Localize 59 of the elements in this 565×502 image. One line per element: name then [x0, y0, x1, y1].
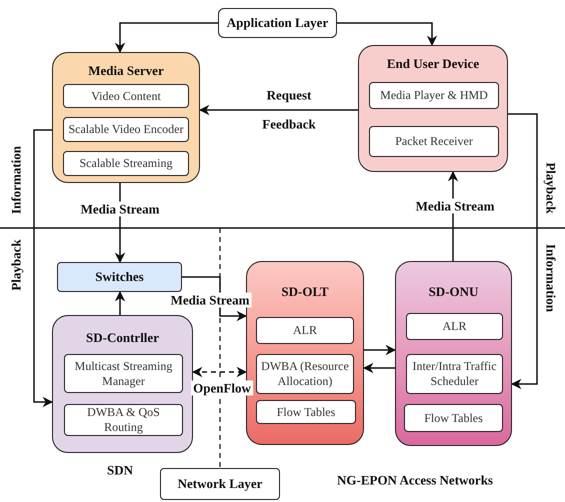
- text-label: Playback: [8, 239, 24, 291]
- component-box: [64, 354, 183, 393]
- component-label: ALR: [293, 323, 317, 338]
- controller-box: [52, 315, 193, 453]
- component-label: DWBA (Resource Allocation): [261, 359, 349, 389]
- arrow: [337, 22, 438, 46]
- component-label: Inter/Intra Traffic Scheduler: [411, 359, 498, 389]
- component-label: Scalable Streaming: [80, 156, 172, 171]
- text-label: Playback: [544, 162, 558, 214]
- arrow: [362, 362, 395, 374]
- node-title: SD-OLT: [281, 283, 329, 301]
- layer-box: [218, 8, 337, 38]
- component-label: Scalable Video Encoder: [68, 122, 184, 137]
- component-box: [63, 117, 189, 142]
- component-box: [369, 126, 499, 157]
- arrow: [114, 290, 126, 315]
- component-label: DWBA & QoS Routing: [86, 405, 161, 435]
- node-title: SD-ONU: [428, 283, 478, 301]
- node-title: SD-Contrller: [86, 329, 159, 347]
- text-label: Information: [8, 146, 24, 214]
- text-label: SDN: [107, 462, 133, 478]
- device-box: [358, 45, 508, 172]
- node-title: Media Server: [88, 62, 164, 80]
- arrow: [198, 104, 358, 116]
- component-box: [256, 317, 354, 344]
- server-box: [52, 52, 200, 183]
- component-box: [404, 404, 503, 432]
- arrow: [364, 344, 396, 356]
- node-title: End User Device: [386, 55, 480, 73]
- edge-label: Media Stream: [168, 292, 252, 308]
- text-label: Feedback: [262, 116, 316, 132]
- component-box: [63, 151, 189, 176]
- component-box: [63, 84, 189, 108]
- component-label: Multicast Streaming Manager: [74, 358, 174, 388]
- component-label: ALR: [442, 319, 466, 334]
- onu-box: [395, 261, 512, 446]
- edge-label: Media Stream: [78, 202, 162, 216]
- arrow: [33, 129, 54, 408]
- component-box: [256, 400, 356, 424]
- edge-label: OpenFlow: [191, 380, 253, 396]
- component-box: [64, 404, 183, 436]
- component-box: [406, 313, 503, 340]
- switch-box: [57, 262, 182, 292]
- node-label: Network Layer: [178, 475, 262, 494]
- arrow: [114, 22, 218, 54]
- component-box: [369, 82, 499, 109]
- text-label: Information: [544, 244, 558, 312]
- node-label: Application Layer: [226, 14, 328, 32]
- text-label: NG-EPON Access Networks: [337, 472, 493, 488]
- arrow: [508, 113, 538, 390]
- component-label: Flow Tables: [424, 410, 483, 426]
- arrow: [192, 366, 248, 378]
- edge-label: Media Stream: [414, 198, 496, 214]
- component-label: Video Content: [91, 88, 161, 104]
- component-label: Media Player & HMD: [380, 88, 488, 103]
- component-label: Flow Tables: [276, 404, 336, 420]
- component-label: Packet Receiver: [395, 134, 473, 149]
- layer-box: [160, 468, 280, 500]
- node-label: Switches: [95, 268, 144, 286]
